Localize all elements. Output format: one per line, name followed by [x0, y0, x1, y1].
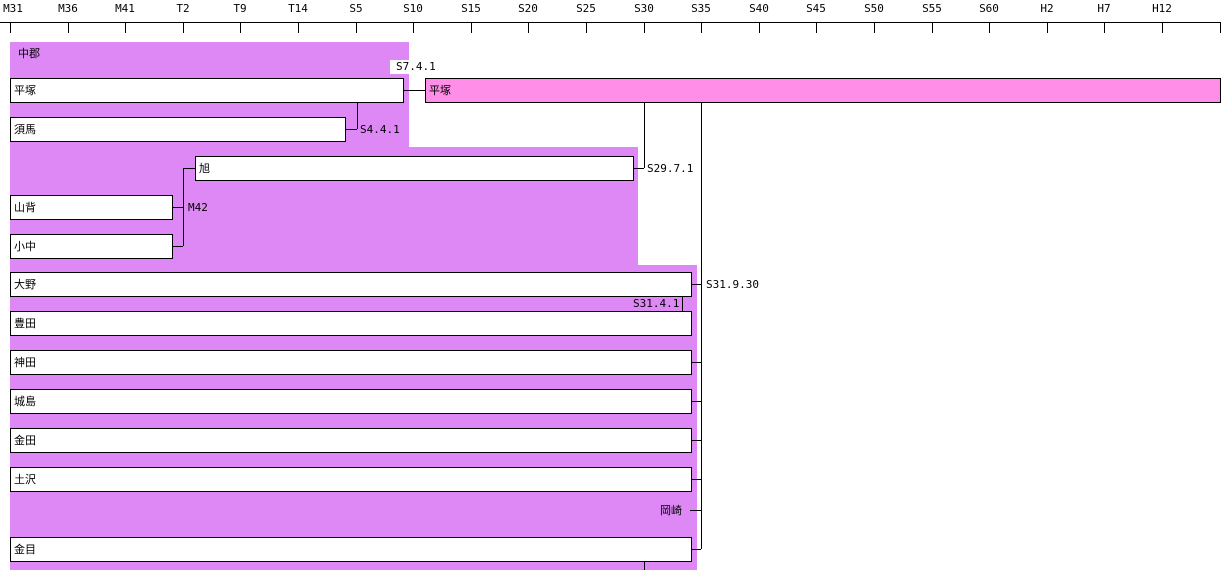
- tick-label: S10: [403, 2, 423, 15]
- tick-label: S25: [576, 2, 596, 15]
- municipality-shirojima[interactable]: 城島: [10, 389, 692, 414]
- municipality-kanda[interactable]: 神田: [10, 350, 692, 375]
- municipality-hiratsuka-city[interactable]: 平塚: [425, 78, 1221, 103]
- tick-label: S50: [864, 2, 884, 15]
- municipality-yamase[interactable]: 山背: [10, 195, 173, 220]
- municipality-okazaki[interactable]: 岡崎: [660, 504, 682, 517]
- date-label-m42: M42: [188, 201, 208, 214]
- municipality-toyoda[interactable]: 豊田: [10, 311, 692, 336]
- tick-label: S5: [349, 2, 363, 15]
- tick-label: S35: [691, 2, 711, 15]
- municipality-konaka[interactable]: 小中: [10, 234, 173, 259]
- municipality-hiratsuka[interactable]: 平塚: [10, 78, 404, 103]
- tick-label: H2: [1040, 2, 1054, 15]
- date-label-s4: S4.4.1: [360, 123, 400, 136]
- date-label-s7: S7.4.1: [390, 60, 439, 74]
- tick-label: T2: [176, 2, 190, 15]
- municipality-ono[interactable]: 大野: [10, 272, 692, 297]
- municipality-kaneda[interactable]: 金田: [10, 428, 692, 453]
- tick-label: T14: [288, 2, 308, 15]
- tick-label: S20: [518, 2, 538, 15]
- tick-label: M36: [58, 2, 78, 15]
- tick-label: S15: [461, 2, 481, 15]
- municipality-suma[interactable]: 須馬: [10, 117, 346, 142]
- tick-label: M31: [3, 2, 23, 15]
- tick-label: H12: [1152, 2, 1172, 15]
- date-label-s29: S29.7.1: [647, 162, 694, 175]
- date-label-s31-4: S31.4.1: [633, 297, 680, 310]
- municipality-asahi[interactable]: 旭: [195, 156, 634, 181]
- tick-label: S60: [979, 2, 999, 15]
- municipality-tsuchizawa[interactable]: 土沢: [10, 467, 692, 492]
- group-label: 中郡: [18, 47, 40, 60]
- tick-label: S45: [806, 2, 826, 15]
- tick-label: S55: [922, 2, 942, 15]
- municipality-kaname[interactable]: 金目: [10, 537, 692, 562]
- tick-label: S40: [749, 2, 769, 15]
- tick-label: S30: [634, 2, 654, 15]
- date-label-s31-9: S31.9.30: [706, 278, 759, 291]
- tick-label: H7: [1097, 2, 1111, 15]
- tick-label: T9: [233, 2, 247, 15]
- tick-label: M41: [115, 2, 135, 15]
